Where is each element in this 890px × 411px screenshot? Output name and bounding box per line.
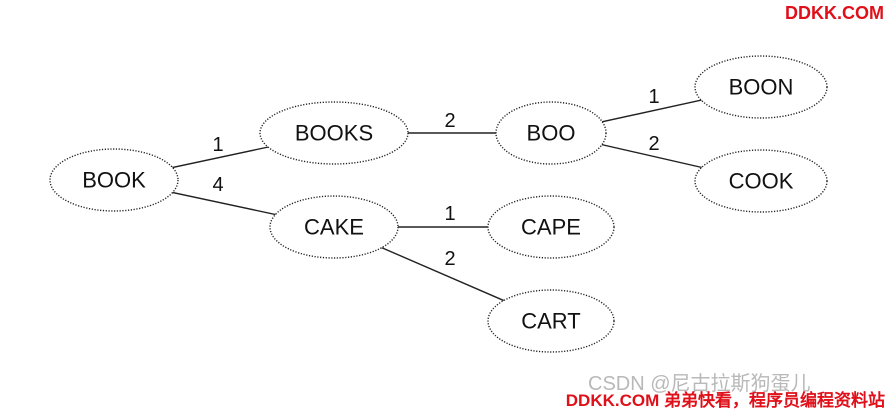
watermark-csdn: CSDN @尼古拉斯狗蛋儿 xyxy=(588,373,811,395)
node-label-boo: BOO xyxy=(527,121,576,146)
node-ellipse-cook xyxy=(694,149,828,213)
node-label-cook: COOK xyxy=(729,169,794,194)
watermark-bottom-right: DDKK.COM 弟弟快看，程序员编程资料站 xyxy=(565,391,885,410)
node-label-cart: CART xyxy=(521,309,581,334)
node-cart: CART xyxy=(487,289,615,353)
edge-label-books-boo: 2 xyxy=(444,110,455,132)
nodes-layer: BOOK BOOKS CAKE BOO BOON COOK CAPE CART xyxy=(49,55,828,353)
node-boon: BOON xyxy=(694,55,828,119)
node-cook: COOK xyxy=(694,149,828,213)
node-label-cape: CAPE xyxy=(521,215,581,240)
node-ellipse-cake xyxy=(269,195,399,259)
node-books: BOOKS xyxy=(259,101,409,165)
node-label-cake: CAKE xyxy=(304,215,364,240)
node-label-book: BOOK xyxy=(82,168,146,193)
node-label-boon: BOON xyxy=(729,75,794,100)
edge-label-cake-cape: 1 xyxy=(444,203,455,225)
edge-labels-layer: 1 4 2 1 2 1 2 xyxy=(212,86,659,270)
edge-label-boo-boon: 1 xyxy=(648,86,659,108)
edge-label-book-cake: 4 xyxy=(212,174,223,196)
edge-label-cake-cart: 2 xyxy=(444,248,455,270)
node-ellipse-book xyxy=(49,148,179,212)
edge-label-book-books: 1 xyxy=(212,134,223,156)
node-book: BOOK xyxy=(49,148,179,212)
node-label-books: BOOKS xyxy=(295,121,373,146)
node-ellipse-boo xyxy=(495,101,607,165)
edge-label-boo-cook: 2 xyxy=(648,133,659,155)
watermark-top-right: DDKK.COM xyxy=(785,3,884,23)
node-boo: BOO xyxy=(495,101,607,165)
node-ellipse-cart xyxy=(487,289,615,353)
node-cake: CAKE xyxy=(269,195,399,259)
edges-layer xyxy=(113,86,762,322)
node-ellipse-books xyxy=(259,101,409,165)
node-ellipse-cape xyxy=(487,195,615,259)
node-cape: CAPE xyxy=(487,195,615,259)
node-ellipse-boon xyxy=(694,55,828,119)
